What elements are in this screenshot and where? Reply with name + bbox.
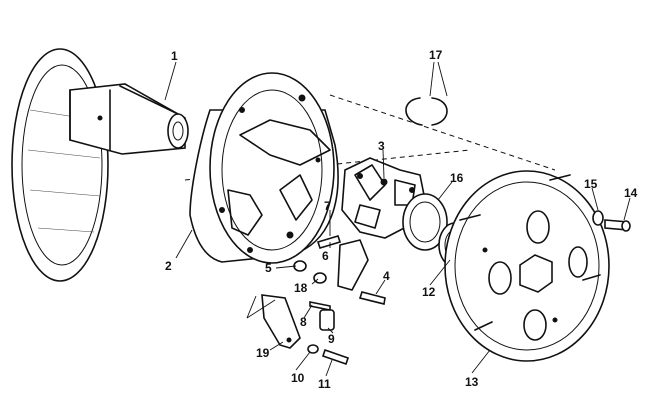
callout-labels: 1 2 3 4 5 6 7 8 9 10 11 12 13 14 15 16 1… bbox=[165, 48, 638, 391]
callout-7: 7 bbox=[324, 199, 331, 213]
callout-11: 11 bbox=[318, 377, 331, 391]
callout-16: 16 bbox=[450, 171, 464, 185]
callout-14: 14 bbox=[624, 186, 638, 200]
part-1-sheave-with-shaft bbox=[11, 48, 189, 282]
part-16-bushing bbox=[402, 193, 448, 251]
part-13-outer-sheave bbox=[444, 170, 610, 362]
part-18-nut bbox=[313, 272, 327, 284]
callout-18: 18 bbox=[294, 281, 308, 295]
part-8-pin bbox=[309, 301, 331, 311]
part-19-weight-arm bbox=[261, 294, 301, 349]
leader-lines bbox=[164, 61, 631, 377]
part-11-bolt bbox=[321, 348, 350, 366]
callout-15: 15 bbox=[584, 177, 598, 191]
callout-9: 9 bbox=[328, 332, 335, 346]
callout-17: 17 bbox=[429, 48, 443, 62]
callout-5: 5 bbox=[265, 261, 272, 275]
callout-3: 3 bbox=[378, 139, 385, 153]
part-4-bolt bbox=[358, 291, 386, 305]
callout-10: 10 bbox=[291, 371, 305, 385]
callout-1: 1 bbox=[171, 49, 178, 63]
callout-12: 12 bbox=[422, 285, 436, 299]
callout-4: 4 bbox=[383, 269, 390, 283]
part-14-bolt bbox=[604, 219, 631, 232]
part-7-screw bbox=[316, 235, 342, 249]
callout-13: 13 bbox=[465, 375, 479, 389]
part-17-snap-ring bbox=[405, 97, 448, 126]
part-15-washer bbox=[592, 210, 604, 226]
callout-8: 8 bbox=[300, 315, 307, 329]
part-9-roller bbox=[319, 309, 335, 331]
callout-2: 2 bbox=[165, 259, 172, 273]
part-2-clutch-housing bbox=[189, 72, 339, 264]
callout-19: 19 bbox=[256, 346, 270, 360]
part-10-washer bbox=[307, 344, 319, 354]
callout-6: 6 bbox=[322, 249, 329, 263]
